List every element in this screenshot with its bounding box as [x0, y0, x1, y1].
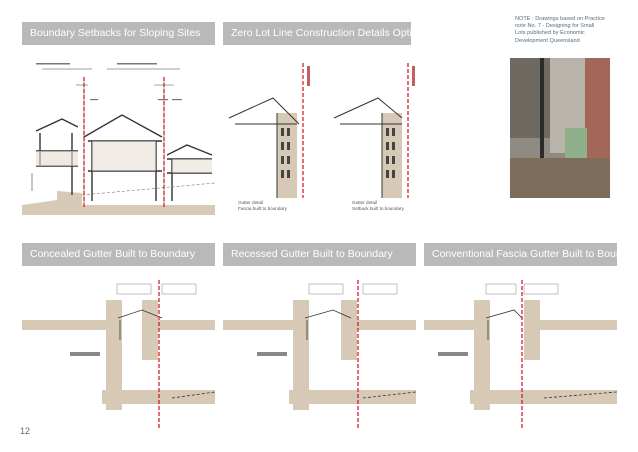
- source-note: NOTE : Drawings based on Practice note N…: [515, 16, 633, 45]
- heading-concealed-gutter: Concealed Gutter Built to Boundary: [22, 243, 215, 266]
- conventional-fascia-drawing: [424, 280, 618, 430]
- heading-boundary-setbacks: Boundary Setbacks for Sloping Sites: [22, 22, 215, 45]
- page-number: 12: [20, 426, 31, 436]
- concealed-gutter-drawing: [22, 280, 216, 430]
- heading-text: Recessed Gutter Built to Boundary: [231, 248, 393, 260]
- heading-text: Concealed Gutter Built to Boundary: [30, 248, 196, 260]
- zero-lot-right-drawing: [333, 63, 415, 198]
- heading-zero-lot: Zero Lot Line Construction Details Optio…: [223, 22, 411, 45]
- heading-text: Conventional Fascia Gutter Built to Boun…: [432, 248, 617, 260]
- site-photo-image: [510, 58, 610, 198]
- note-line: Lots published by Economic: [515, 30, 585, 37]
- caption-line: Fascia built to boundary: [238, 206, 287, 211]
- sloping-site-section-drawing: [22, 63, 216, 215]
- heading-conventional-fascia: Conventional Fascia Gutter Built to Boun…: [424, 243, 617, 266]
- caption-line: Gutter detail: [352, 200, 378, 205]
- site-photo: [510, 58, 610, 198]
- zero-lot-left-caption: Gutter detail Fascia built to boundary: [238, 200, 287, 212]
- caption-line: Gutter detail: [238, 200, 264, 205]
- caption-line: Setback built to boundary: [352, 206, 404, 211]
- zero-lot-right-caption: Gutter detail Setback built to boundary: [352, 200, 404, 212]
- note-line: Development Queensland: [515, 37, 580, 44]
- heading-text: Zero Lot Line Construction Details Optio…: [231, 27, 411, 39]
- note-line: NOTE : Drawings based on Practice: [515, 16, 605, 22]
- zero-lot-left-drawing: [228, 63, 310, 198]
- note-line: note No. 7 - Designing for Small: [515, 23, 595, 30]
- recessed-gutter-drawing: [223, 280, 417, 430]
- heading-recessed-gutter: Recessed Gutter Built to Boundary: [223, 243, 416, 266]
- heading-text: Boundary Setbacks for Sloping Sites: [30, 27, 201, 39]
